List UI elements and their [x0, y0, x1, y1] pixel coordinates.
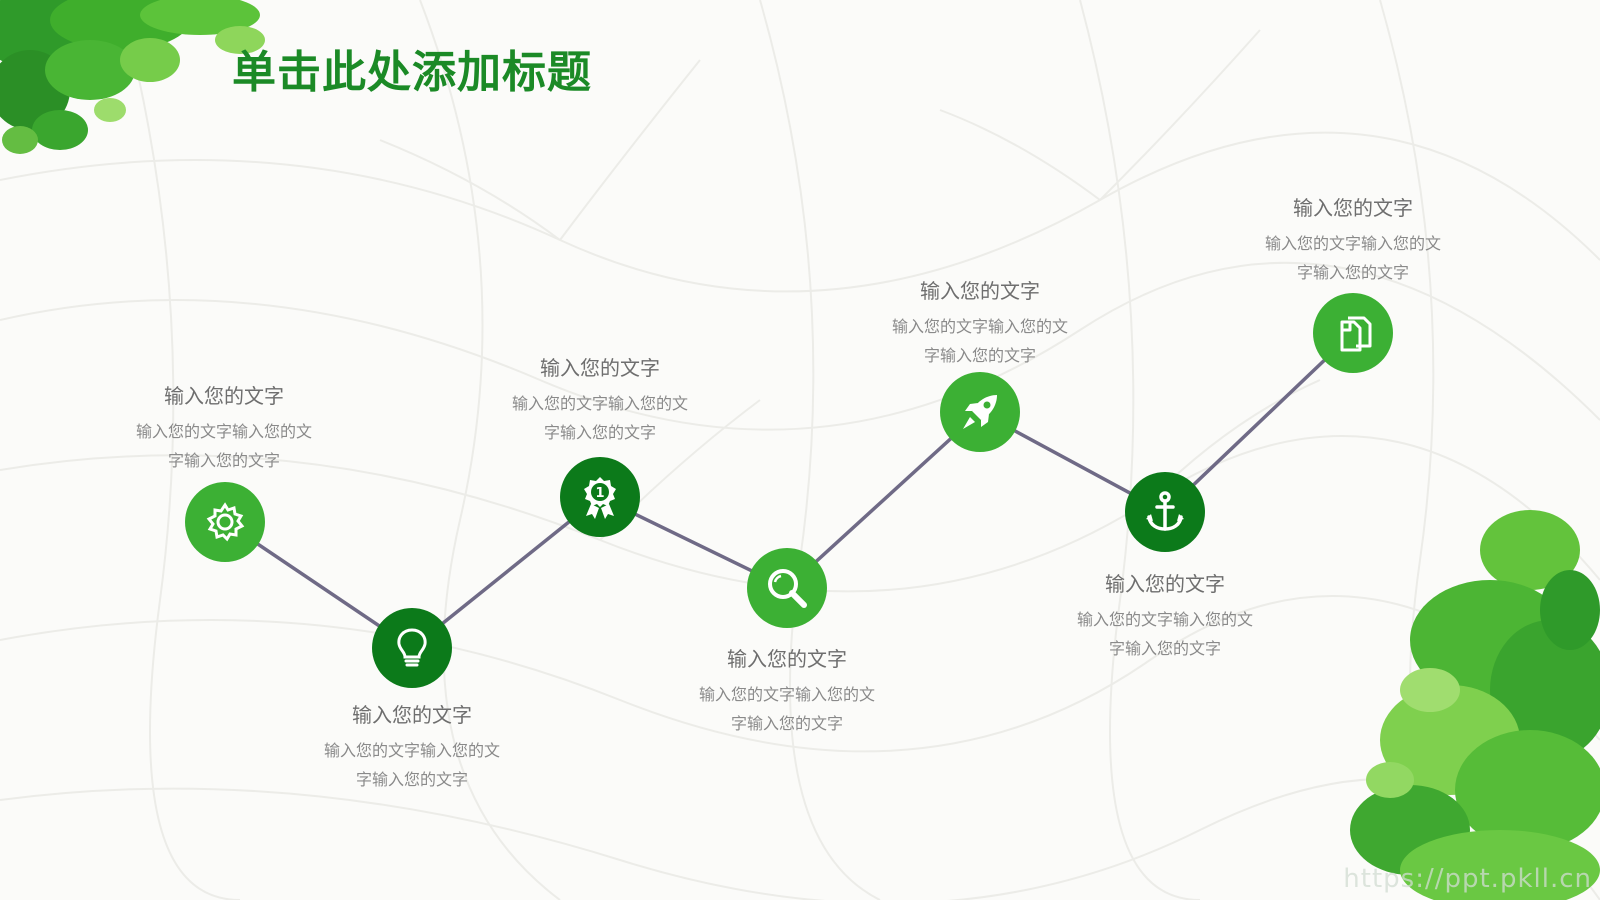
step-node-7[interactable] — [1313, 293, 1393, 373]
step-desc-line1: 输入您的文字输入您的文 — [1264, 234, 1441, 253]
lightbulb-icon — [397, 628, 427, 667]
svg-text:1: 1 — [595, 486, 604, 501]
step-node-2[interactable] — [372, 608, 452, 688]
step-desc-line2: 字输入您的文字 — [543, 423, 656, 442]
step-heading: 输入您的文字 — [540, 356, 660, 380]
step-desc-line1: 输入您的文字输入您的文 — [1076, 610, 1253, 629]
step-node-5[interactable] — [940, 372, 1020, 452]
step-desc-line1: 输入您的文字输入您的文 — [323, 741, 500, 760]
step-text-4: 输入您的文字 输入您的文字输入您的文 字输入您的文字 — [677, 643, 897, 738]
step-heading: 输入您的文字 — [1105, 572, 1225, 596]
award-medal-icon: 1 — [584, 477, 616, 519]
step-text-7: 输入您的文字 输入您的文字输入您的文 字输入您的文字 — [1243, 192, 1463, 287]
step-heading: 输入您的文字 — [352, 703, 472, 727]
step-node-4[interactable] — [747, 548, 827, 628]
step-desc-line2: 字输入您的文字 — [1296, 263, 1409, 282]
step-desc-line1: 输入您的文字输入您的文 — [891, 317, 1068, 336]
foliage-top-left — [0, 0, 265, 154]
step-text-1: 输入您的文字 输入您的文字输入您的文 字输入您的文字 — [114, 380, 334, 475]
documents-icon — [1340, 316, 1372, 352]
step-heading: 输入您的文字 — [1293, 196, 1413, 220]
step-text-6: 输入您的文字 输入您的文字输入您的文 字输入您的文字 — [1055, 568, 1275, 663]
step-desc-line2: 字输入您的文字 — [730, 714, 843, 733]
step-heading: 输入您的文字 — [164, 384, 284, 408]
anchor-icon — [1146, 491, 1184, 531]
rocket-icon — [963, 395, 997, 429]
gear-icon — [206, 502, 245, 542]
step-node-3[interactable]: 1 — [560, 457, 640, 537]
page-title: 单击此处添加标题 — [232, 47, 592, 98]
step-heading: 输入您的文字 — [727, 647, 847, 671]
step-desc-line1: 输入您的文字输入您的文 — [135, 422, 312, 441]
step-node-1[interactable] — [185, 482, 265, 562]
step-desc-line2: 字输入您的文字 — [167, 451, 280, 470]
magnifier-icon — [768, 569, 807, 608]
step-heading: 输入您的文字 — [920, 279, 1040, 303]
step-desc-line1: 输入您的文字输入您的文 — [511, 394, 688, 413]
step-desc-line2: 字输入您的文字 — [355, 770, 468, 789]
foliage-bottom-right — [1350, 510, 1600, 900]
step-desc-line1: 输入您的文字输入您的文 — [698, 685, 875, 704]
step-text-2: 输入您的文字 输入您的文字输入您的文 字输入您的文字 — [302, 699, 522, 794]
step-desc-line2: 字输入您的文字 — [923, 346, 1036, 365]
watermark: https://ppt.pkll.cn — [1343, 864, 1592, 894]
step-desc-line2: 字输入您的文字 — [1108, 639, 1221, 658]
step-node-6[interactable] — [1125, 472, 1205, 552]
step-text-5: 输入您的文字 输入您的文字输入您的文 字输入您的文字 — [870, 275, 1090, 370]
step-text-3: 输入您的文字 输入您的文字输入您的文 字输入您的文字 — [490, 352, 710, 447]
